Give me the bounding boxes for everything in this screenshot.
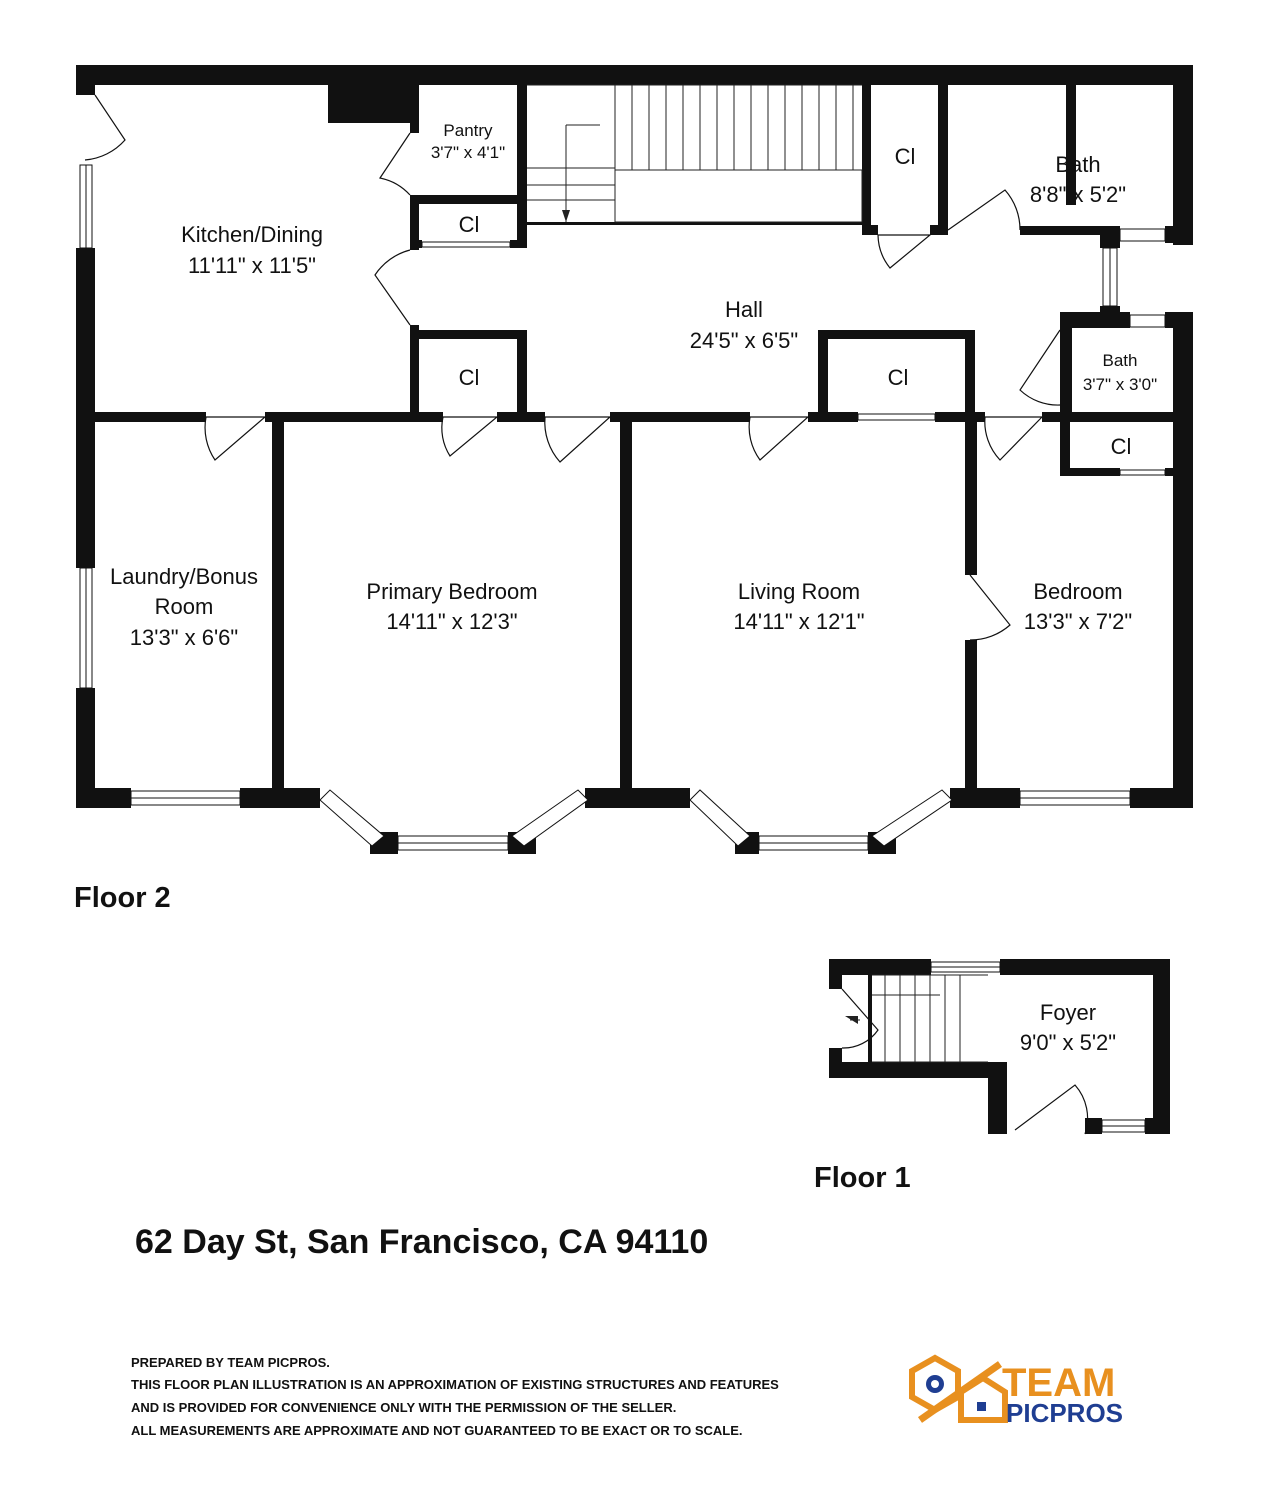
floor2-doors [84, 94, 1061, 641]
hall-name: Hall [725, 297, 763, 322]
bath-small-name: Bath [1103, 351, 1138, 370]
floor2-stair-treads [614, 85, 854, 170]
kitchen-dining-size: 11'11" x 11'5" [188, 253, 316, 278]
floor2-walls [76, 65, 1193, 854]
bedroom-size: 13'3" x 7'2" [1024, 609, 1132, 634]
logo-picpros-text: PICPROS [1006, 1398, 1123, 1428]
bath-upper-size: 8'8" x 5'2" [1030, 182, 1126, 207]
foyer-name: Foyer [1040, 1000, 1096, 1025]
laundry-name-line2: Room [155, 594, 214, 619]
floor1-stairs [845, 974, 988, 1063]
bedroom-name: Bedroom [1033, 579, 1122, 604]
disclaimer-line: ALL MEASUREMENTS ARE APPROXIMATE AND NOT… [131, 1423, 743, 1438]
closet-label: Cl [459, 365, 480, 390]
foyer-size: 9'0" x 5'2" [1020, 1030, 1116, 1055]
floor1-title: Floor 1 [814, 1162, 911, 1194]
closet-label: Cl [1111, 434, 1132, 459]
living-room-name: Living Room [738, 579, 860, 604]
property-address: 62 Day St, San Francisco, CA 94110 [135, 1223, 708, 1261]
floor1-doors [841, 988, 1089, 1135]
bath-upper-name: Bath [1055, 152, 1100, 177]
pantry-size: 3'7" x 4'1" [431, 143, 505, 162]
pantry-name: Pantry [443, 121, 493, 140]
floor1-windows [930, 961, 1146, 1133]
floor2-windows [79, 164, 1166, 851]
disclaimer-line: AND IS PROVIDED FOR CONVENIENCE ONLY WIT… [131, 1400, 676, 1415]
logo-team-text: TEAM [1002, 1361, 1115, 1405]
floor2-title: Floor 2 [74, 882, 171, 914]
disclaimer-line: THIS FLOOR PLAN ILLUSTRATION IS AN APPRO… [131, 1377, 779, 1392]
floor2-stairs [527, 84, 863, 223]
kitchen-dining-name: Kitchen/Dining [181, 222, 323, 247]
primary-bedroom-name: Primary Bedroom [366, 579, 537, 604]
primary-bedroom-size: 14'11" x 12'3" [386, 609, 517, 634]
laundry-name-line1: Laundry/Bonus [110, 564, 258, 589]
laundry-size: 13'3" x 6'6" [130, 625, 238, 650]
closet-label: Cl [895, 144, 916, 169]
bath-small-size: 3'7" x 3'0" [1083, 375, 1157, 394]
disclaimer-line: PREPARED BY TEAM PICPROS. [131, 1355, 330, 1370]
hall-size: 24'5" x 6'5" [690, 328, 798, 353]
closet-label: Cl [459, 212, 480, 237]
living-room-size: 14'11" x 12'1" [733, 609, 864, 634]
team-picpros-logo: TEAM PICPROS [909, 1354, 1123, 1428]
floor1-walls [829, 959, 1170, 1134]
closet-label: Cl [888, 365, 909, 390]
